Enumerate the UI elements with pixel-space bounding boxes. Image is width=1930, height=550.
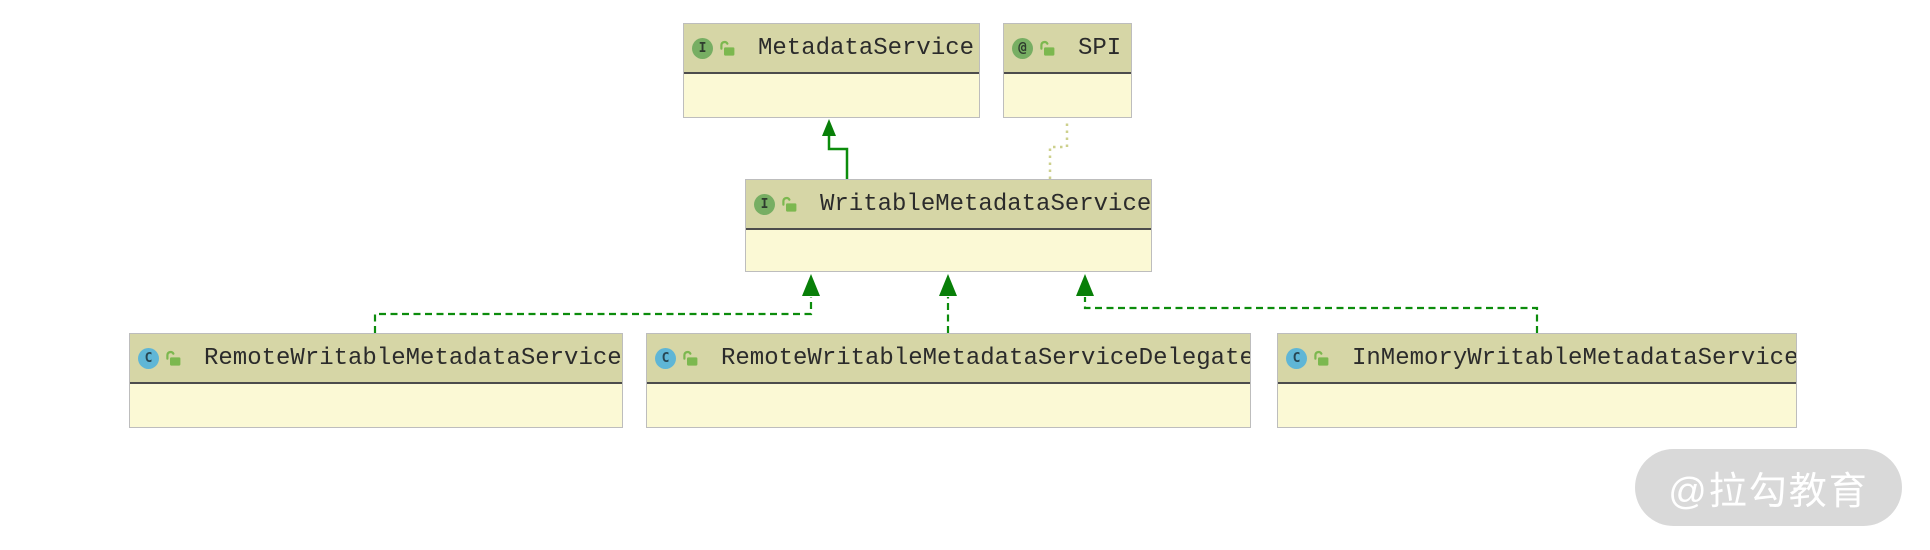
node-label: RemoteWritableMetadataServiceDelegate bbox=[721, 344, 1250, 372]
node-label: InMemoryWritableMetadataService bbox=[1352, 344, 1796, 372]
node-in-memory-writable-metadata-service[interactable]: C InMemoryWritableMetadataService bbox=[1277, 333, 1797, 428]
node-spi[interactable]: @ SPI bbox=[1003, 23, 1132, 118]
annotation-icon: @ bbox=[1012, 37, 1033, 59]
node-body bbox=[746, 230, 1151, 271]
node-header: @ SPI bbox=[1004, 24, 1131, 74]
interface-icon: I bbox=[692, 37, 713, 59]
node-header: I MetadataService bbox=[684, 24, 979, 74]
edge-extends-metadata-service bbox=[822, 119, 849, 179]
node-header: C InMemoryWritableMetadataService bbox=[1278, 334, 1796, 384]
node-label: SPI bbox=[1078, 34, 1122, 62]
node-remote-writable-metadata-service[interactable]: C RemoteWritableMetadataService bbox=[129, 333, 623, 428]
public-lock-icon bbox=[718, 39, 736, 57]
node-metadata-service[interactable]: I MetadataService bbox=[683, 23, 980, 118]
node-writable-metadata-service[interactable]: I WritableMetadataService bbox=[745, 179, 1152, 272]
public-lock-icon bbox=[164, 349, 182, 367]
node-body bbox=[1004, 74, 1131, 117]
node-body bbox=[647, 384, 1250, 427]
node-header: I WritableMetadataService bbox=[746, 180, 1151, 230]
edge-implements-remote bbox=[373, 274, 820, 333]
node-header: C RemoteWritableMetadataServiceDelegate bbox=[647, 334, 1250, 384]
class-icon: C bbox=[1286, 347, 1307, 369]
node-label: WritableMetadataService bbox=[820, 190, 1151, 218]
edge-annotation-spi bbox=[1048, 119, 1069, 179]
node-body bbox=[1278, 384, 1796, 427]
node-header: C RemoteWritableMetadataService bbox=[130, 334, 622, 384]
watermark-label: @拉勾教育 bbox=[1668, 471, 1869, 513]
node-label: RemoteWritableMetadataService bbox=[204, 344, 622, 372]
edge-implements-inmemory bbox=[1076, 274, 1539, 333]
node-label: MetadataService bbox=[758, 34, 975, 62]
class-icon: C bbox=[655, 347, 676, 369]
public-lock-icon bbox=[681, 349, 699, 367]
node-body bbox=[130, 384, 622, 427]
interface-icon: I bbox=[754, 193, 775, 215]
node-remote-writable-metadata-service-delegate[interactable]: C RemoteWritableMetadataServiceDelegate bbox=[646, 333, 1251, 428]
node-body bbox=[684, 74, 979, 117]
public-lock-icon bbox=[1038, 39, 1056, 57]
edge-implements-delegate bbox=[939, 274, 957, 333]
public-lock-icon bbox=[1312, 349, 1330, 367]
watermark-badge: @拉勾教育 bbox=[1635, 449, 1902, 526]
public-lock-icon bbox=[780, 195, 798, 213]
class-icon: C bbox=[138, 347, 159, 369]
